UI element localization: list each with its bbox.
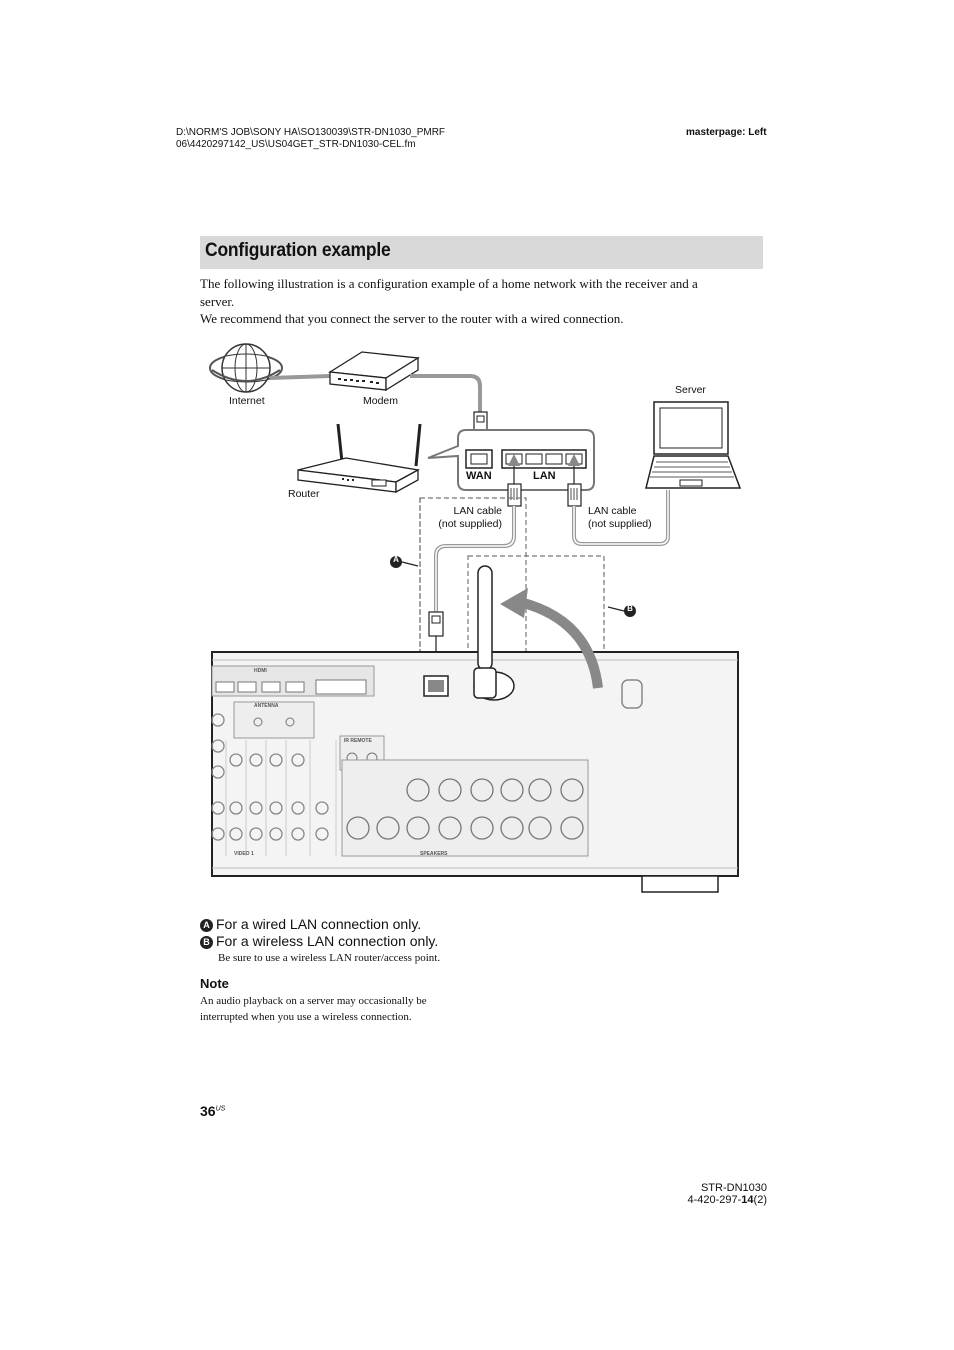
marker-b-letter: B <box>627 604 633 613</box>
file-path: D:\NORM'S JOB\SONY HA\SO130039\STR-DN103… <box>176 127 445 151</box>
wan-port-label: WAN <box>466 470 492 482</box>
footer-part-prefix: 4-420-297- <box>687 1194 742 1206</box>
page-number: 36US <box>200 1103 225 1119</box>
receiver-rear-panel <box>211 565 739 893</box>
panel-antenna-label: ANTENNA <box>254 703 279 709</box>
footer-part-suffix: (2) <box>753 1194 767 1206</box>
legend-b-text: For a wireless LAN connection only. <box>216 933 439 949</box>
file-path-line1: D:\NORM'S JOB\SONY HA\SO130039\STR-DN103… <box>176 127 446 138</box>
legend-a-marker: A <box>200 919 213 932</box>
section-title: Configuration example <box>205 240 391 261</box>
modem-label: Modem <box>363 395 399 407</box>
marker-a <box>390 556 419 568</box>
lan-port-label: LAN <box>533 470 556 482</box>
panel-speakers-label: SPEAKERS <box>420 851 448 857</box>
marker-a-letter: A <box>393 555 399 564</box>
page-number-suffix: US <box>215 1105 226 1113</box>
lan-cable-right-line2: (not supplied) <box>588 518 652 530</box>
note-line1: An audio playback on a server may occasi… <box>200 995 427 1007</box>
legend-b-marker: B <box>200 936 213 949</box>
server-label: Server <box>675 384 706 396</box>
router-icon <box>297 423 422 494</box>
router-label: Router <box>288 488 320 500</box>
intro-line1: The following illustration is a configur… <box>200 276 698 291</box>
footer-model-info: STR-DN1030 4-420-297-14(2) <box>640 1182 767 1206</box>
internet-label: Internet <box>229 395 265 407</box>
lan-cable-right-line1: LAN cable <box>588 505 637 517</box>
modem-icon <box>328 351 420 392</box>
note-title: Note <box>200 976 229 991</box>
intro-line2: server. <box>200 293 235 309</box>
wireless-area-box <box>467 555 605 703</box>
panel-hdmi-label: HDMI <box>254 668 267 674</box>
panel-ir-remote-label: IR REMOTE <box>344 738 372 744</box>
note-line2: interrupted when you use a wireless conn… <box>200 1011 412 1023</box>
intro-line3: We recommend that you connect the server… <box>200 311 624 326</box>
lan-cable-left-label: LAN cable (not supplied) <box>420 505 502 531</box>
section-heading-bar <box>200 236 763 269</box>
lan-cable-left-line2: (not supplied) <box>438 518 502 530</box>
wireless-antenna-icon <box>473 565 515 701</box>
internet-globe-icon <box>209 343 283 393</box>
footer-part-number: 4-420-297-14(2) <box>640 1194 767 1206</box>
page-number-value: 36 <box>200 1103 216 1119</box>
legend-b-subtext: Be sure to use a wireless LAN router/acc… <box>218 952 441 964</box>
footer-part-bold: 14 <box>741 1194 754 1206</box>
footer-model: STR-DN1030 <box>700 1182 767 1194</box>
panel-video1-label: VIDEO 1 <box>234 851 254 857</box>
note-body: An audio playback on a server may occasi… <box>200 993 427 1025</box>
lan-cable-left-line1: LAN cable <box>453 505 502 517</box>
server-laptop-icon <box>645 401 742 489</box>
legend-a-text: For a wired LAN connection only. <box>216 916 422 932</box>
intro-paragraph: The following illustration is a configur… <box>200 275 770 328</box>
masterpage-label: masterpage: Left <box>686 127 767 138</box>
marker-b <box>607 605 636 617</box>
lan-cable-right-label: LAN cable (not supplied) <box>588 505 652 531</box>
file-path-line2: 06\4420297142_US\US04GET_STR-DN1030-CEL.… <box>176 139 416 150</box>
